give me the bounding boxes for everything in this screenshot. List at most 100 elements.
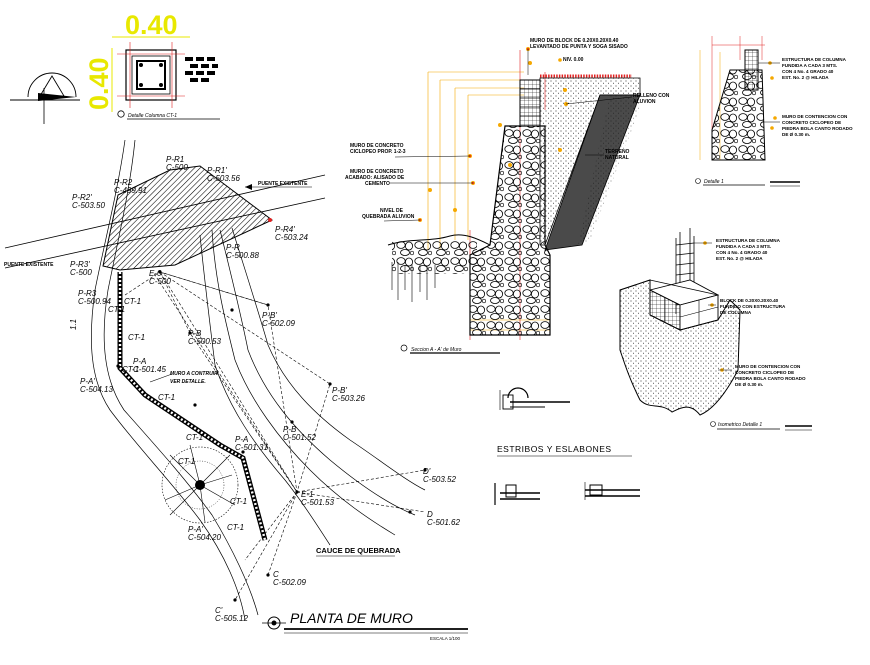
detail1-wall bbox=[711, 69, 766, 161]
stirrup-detail-2 bbox=[494, 483, 540, 505]
point-code: C-500.53 bbox=[188, 337, 221, 346]
point-code: C-501.52 bbox=[283, 433, 316, 442]
puente-existente-top: PUENTE EXISTENTE bbox=[245, 181, 312, 190]
dim-vertical-label: 0.40 bbox=[84, 57, 114, 110]
point-code: C-500 bbox=[149, 277, 171, 286]
point-code: C-501.45 bbox=[133, 365, 166, 374]
svg-text:CICLOPEO PROP. 1-2-3: CICLOPEO PROP. 1-2-3 bbox=[350, 149, 406, 155]
point-name: P-A bbox=[133, 357, 146, 366]
detail-marker-icon bbox=[117, 110, 125, 118]
column-tag: CT-1 bbox=[128, 333, 145, 342]
point-name: P-B bbox=[188, 329, 202, 338]
block-wall bbox=[519, 79, 541, 127]
detail1-contencion-line: CONCRETO CICLOPEO DE bbox=[782, 120, 841, 125]
isometric-title: Isometrico Detalle 1 bbox=[718, 422, 762, 428]
iso-contencion-line: PIEDRA BOLA CANTO RODADO bbox=[735, 376, 806, 381]
detail1-estructura-line: FUNDIDA A CADA 3 MTS. bbox=[782, 63, 837, 68]
detail1-estructura-line: ESTRUCTURA DE COLUMNA bbox=[782, 57, 847, 62]
plan-scale: ESCALA 1/100 bbox=[430, 636, 461, 641]
block-legend bbox=[185, 57, 218, 82]
tree-icon bbox=[161, 444, 239, 524]
point-code: C-499.91 bbox=[114, 186, 147, 195]
point-name: P-A' bbox=[80, 377, 95, 386]
svg-text:PUENTE EXISTENTE: PUENTE EXISTENTE bbox=[258, 181, 308, 187]
point-code: C-500.94 bbox=[78, 297, 111, 306]
column-detail-title: Detalle Columna CT-1 bbox=[128, 113, 177, 119]
plan-title: PLANTA DE MURO bbox=[290, 610, 413, 626]
point-code: C-501.31 bbox=[235, 443, 268, 452]
point-code: C-500 bbox=[70, 268, 92, 277]
svg-text:MURO DE CONCRETO: MURO DE CONCRETO bbox=[350, 169, 404, 175]
point-code: C-503.50 bbox=[72, 201, 105, 210]
point-code: C-502.09 bbox=[273, 578, 306, 587]
isometric-blocks bbox=[648, 279, 720, 331]
point-code: C-505.12 bbox=[215, 614, 248, 623]
puente-existente-left: PUENTE EXISTENTE bbox=[4, 262, 54, 268]
iso-block-line: BLOCK DE 0.20X0.20X0.40 bbox=[720, 298, 779, 303]
svg-text:MURO DE BLOCK DE 0.20X0.20X0.4: MURO DE BLOCK DE 0.20X0.20X0.40 bbox=[530, 38, 619, 44]
point-name: C' bbox=[215, 606, 223, 615]
dimension-mark-1: 1.1 bbox=[69, 319, 78, 330]
svg-text:ACABADO: ALISADO DE: ACABADO: ALISADO DE bbox=[345, 175, 405, 181]
svg-text:QUEBRADA ALUVION: QUEBRADA ALUVION bbox=[362, 214, 415, 220]
point-name: P-R3' bbox=[70, 260, 90, 269]
svg-text:NIV. 0.00: NIV. 0.00 bbox=[563, 57, 584, 63]
column-tags: CT-1CT-1CT-1CT-1CT-1CT-1CT-1CT-1CT-1 bbox=[108, 297, 247, 532]
point-name: P-B' bbox=[332, 386, 347, 395]
point-code: C-503.24 bbox=[275, 233, 308, 242]
point-name: P-R1' bbox=[207, 166, 227, 175]
point-name: C bbox=[273, 570, 279, 579]
point-name: P-R bbox=[226, 243, 240, 252]
svg-text:LEVANTADO DE PUNTA Y SOGA SISA: LEVANTADO DE PUNTA Y SOGA SISADO bbox=[530, 44, 628, 50]
estribos-title: ESTRIBOS Y ESLABONES bbox=[497, 444, 612, 454]
point-code: C-502.09 bbox=[262, 319, 295, 328]
point-code: C-501.62 bbox=[427, 518, 460, 527]
column-tag: CT-1 bbox=[230, 497, 247, 506]
iso-block-line: DE COLUMNA bbox=[720, 310, 752, 315]
point-code: C-500 bbox=[166, 163, 188, 172]
svg-text:PUENTE EXISTENTE: PUENTE EXISTENTE bbox=[4, 262, 54, 268]
column-tag: CT-1 bbox=[158, 393, 175, 402]
detail1-estructura-line: CON 4 No. 4 GRADO 40 bbox=[782, 69, 834, 74]
point-code: C-504.20 bbox=[188, 533, 221, 542]
point-code: C-500.88 bbox=[226, 251, 259, 260]
point-code: C-503.56 bbox=[207, 174, 240, 183]
muro-a-construir-label: MURO A CONTRUIR VER DETALLE. bbox=[149, 371, 218, 385]
detail1-contencion-line: PIEDRA BOLA CANTO RODADO bbox=[782, 126, 853, 131]
cyclopean-wall bbox=[469, 125, 551, 336]
stirrup-detail-3 bbox=[584, 482, 640, 500]
retaining-wall-plan bbox=[117, 272, 268, 541]
iso-estructura-line: CON 4 No. 4 GRADO 40 bbox=[716, 250, 768, 255]
point-name: E-1 bbox=[301, 490, 313, 499]
svg-text:MURO A CONTRUIR: MURO A CONTRUIR bbox=[170, 371, 218, 377]
dim-horizontal-label: 0.40 bbox=[125, 10, 178, 40]
point-name: P-R3 bbox=[78, 289, 97, 298]
column-section-square bbox=[117, 42, 185, 108]
point-code: C-503.52 bbox=[423, 475, 456, 484]
svg-text:ALUVION: ALUVION bbox=[633, 99, 656, 105]
svg-text:VER DETALLE.: VER DETALLE. bbox=[170, 379, 206, 385]
isometric-title-block: Isometrico Detalle 1 bbox=[710, 421, 812, 431]
detail1-title-block: Detalle 1 bbox=[695, 178, 800, 187]
point-name: P-A bbox=[235, 435, 248, 444]
point-name: P-R4' bbox=[275, 225, 295, 234]
existing-bridge-hatch bbox=[102, 165, 273, 271]
point-name: D bbox=[427, 510, 433, 519]
iso-estructura-line: FUNDIDA A CADA 3 MTS. bbox=[716, 244, 771, 249]
section-title-block: Seccion A - A' de Muro bbox=[400, 344, 500, 354]
iso-block-line: FUNDIDO CON ESTRUCTURA bbox=[720, 304, 786, 309]
survey-markers bbox=[116, 218, 427, 602]
iso-contencion-line: MURO DE CONTENCION CON bbox=[735, 364, 801, 369]
point-code: C-501.53 bbox=[301, 498, 334, 507]
point-name: P-R2 bbox=[114, 178, 133, 187]
column-detail: 0.40 0.40 Detalle Columna CT-1 bbox=[10, 10, 220, 124]
estribos-section: ESTRIBOS Y ESLABONES bbox=[494, 387, 640, 505]
section-title: Seccion A - A' de Muro bbox=[411, 347, 462, 353]
north-arrow-icon bbox=[10, 72, 80, 124]
iso-contencion-line: CONCRETO CICLOPEO DE bbox=[735, 370, 794, 375]
